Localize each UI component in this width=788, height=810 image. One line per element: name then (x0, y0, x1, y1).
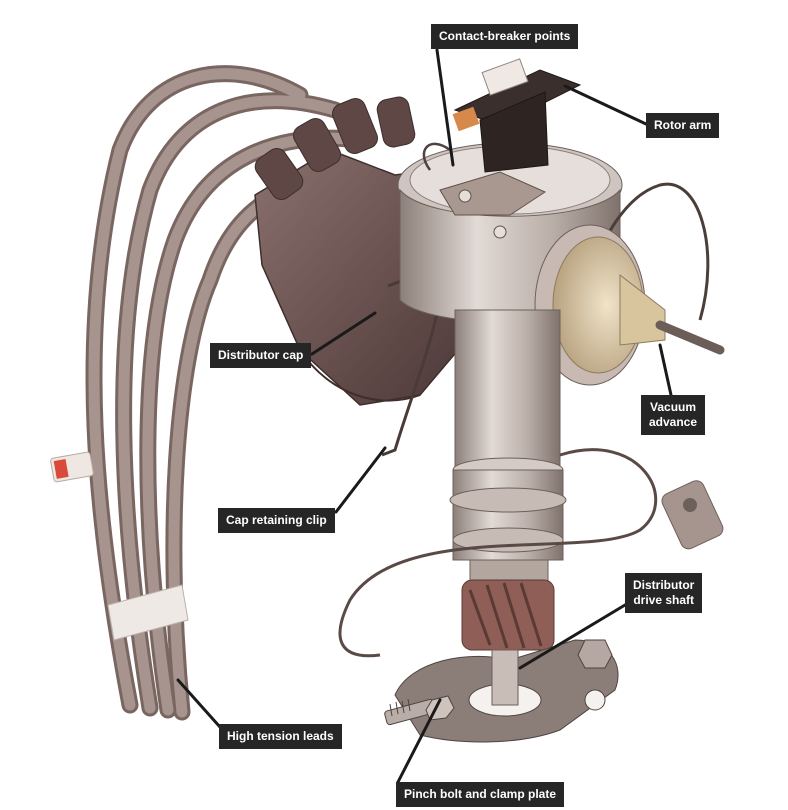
lead-connector (661, 480, 724, 550)
label-distributor-drive-shaft: Distributor drive shaft (625, 573, 703, 613)
lead-tag (50, 451, 94, 483)
leader-contact-breaker-points (435, 48, 455, 167)
contact-breaker-points (422, 142, 547, 239)
label-rotor-arm: Rotor arm (646, 113, 720, 138)
high-tension-leads (85, 65, 369, 721)
label-high-tension-leads: High tension leads (219, 724, 342, 749)
drive-gear (461, 579, 555, 651)
label-vacuum-advance: Vacuum advance (641, 395, 706, 435)
leader-vacuum-advance (658, 343, 673, 397)
label-cap-retaining-clip: Cap retaining clip (218, 508, 335, 533)
leader-pinch-bolt (396, 698, 442, 784)
lead-band (107, 584, 189, 641)
leader-distributor-drive-shaft (518, 603, 627, 670)
vacuum-advance (534, 182, 725, 386)
leader-distributor-cap (310, 311, 377, 356)
label-contact-breaker-points: Contact-breaker points (431, 24, 579, 49)
low-tension-lead (338, 448, 658, 658)
leader-cap-retaining-clip (334, 446, 387, 514)
label-pinch-bolt-and-clamp-plate: Pinch bolt and clamp plate (396, 782, 565, 807)
clamp-plate (394, 639, 619, 743)
leader-rotor-arm (563, 84, 648, 126)
rotor-arm (452, 58, 582, 173)
label-distributor-cap: Distributor cap (210, 343, 312, 368)
